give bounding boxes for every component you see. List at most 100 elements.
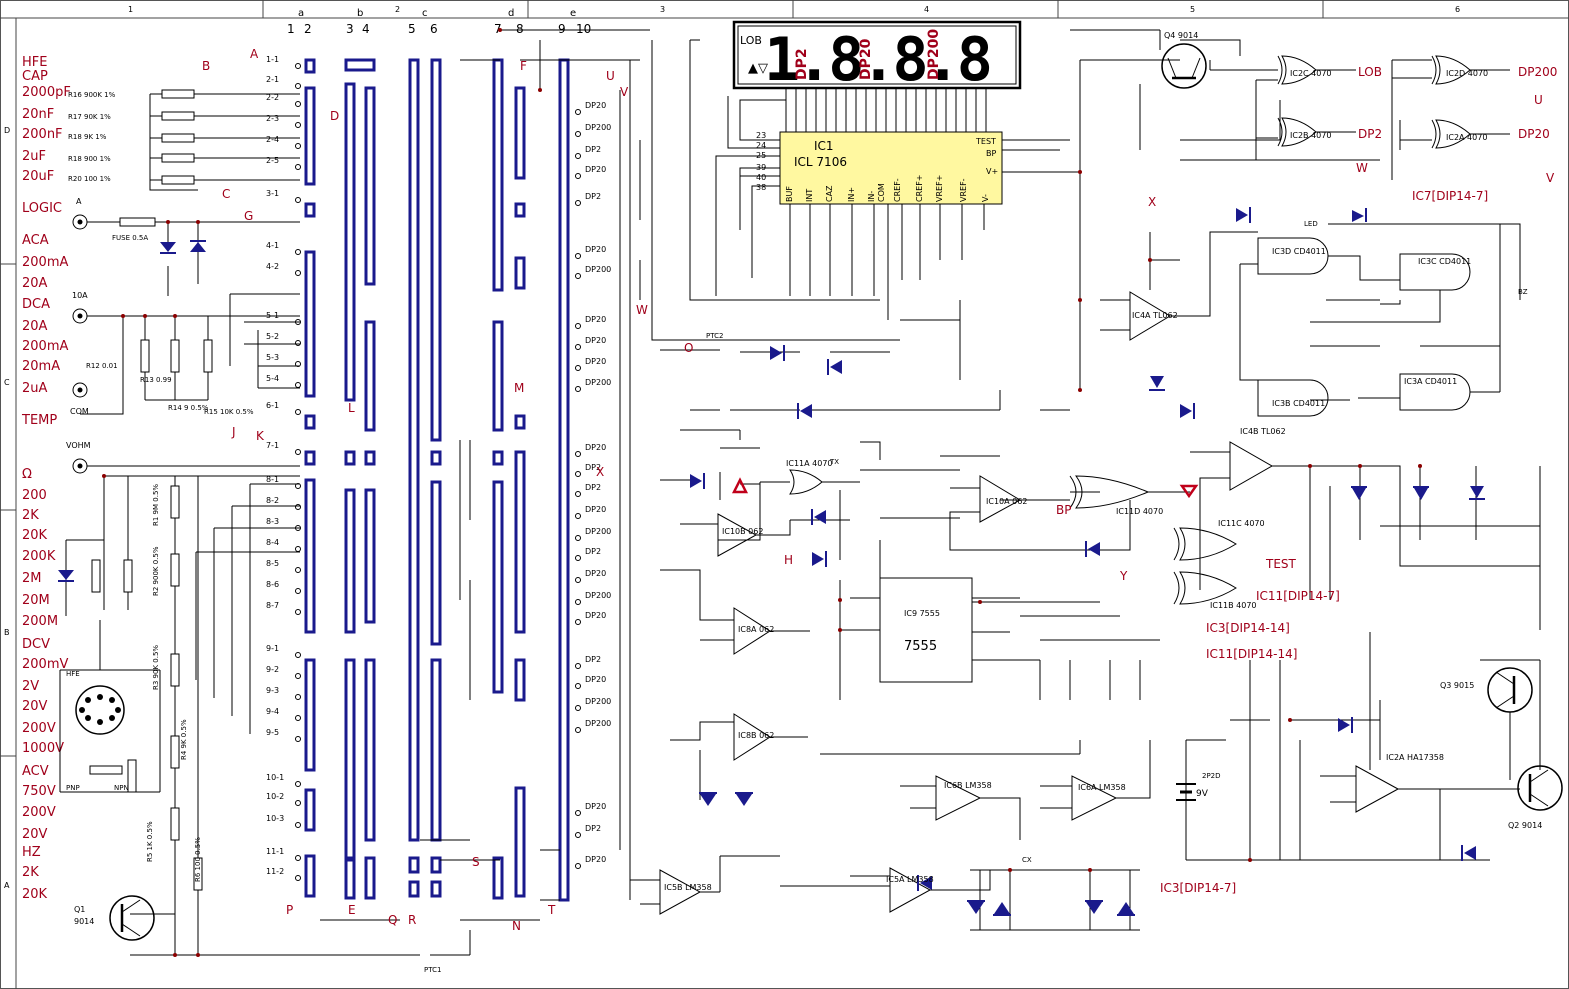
switch-terminal-2-3 xyxy=(295,122,301,128)
ic1-pin-number: 23 xyxy=(756,131,766,140)
range-label: 2V xyxy=(22,679,39,694)
net-label-E: E xyxy=(348,903,356,917)
switch-terminal-9-1 xyxy=(295,652,301,658)
switch-position-2-3: 2-3 xyxy=(266,114,279,123)
ic-package-note: IC3[DIP14-7] xyxy=(1160,881,1236,895)
dp-tap-label: DP200 xyxy=(585,123,611,132)
deck-number-4: 4 xyxy=(362,22,370,36)
ic-label: IC10A 062 xyxy=(986,497,1027,506)
deck-label-b: b xyxy=(357,8,363,19)
ic-package-note: IC7[DIP14-7] xyxy=(1412,189,1488,203)
column-label-2: 2 xyxy=(395,5,400,14)
function-label-2: LOGIC xyxy=(22,201,62,216)
misc-label: R15 10K 0.5% xyxy=(204,408,254,416)
dp-tap-label: DP20 xyxy=(585,611,606,620)
ic-label: IC2B 4070 xyxy=(1290,131,1331,140)
misc-label: R1 9M 0.5% xyxy=(152,484,160,526)
signal-diodes xyxy=(690,207,1485,916)
dp-tap-terminal xyxy=(575,599,581,605)
ic-label: IC11C 4070 xyxy=(1218,519,1265,528)
function-range-labels: HFECAP2000pF20nF200nF2uF20uFLOGICACA200m… xyxy=(21,55,71,902)
ic-label: IC6B LM358 xyxy=(944,781,992,790)
switch-terminal-9-5 xyxy=(295,736,301,742)
range-label: 20V xyxy=(22,827,48,842)
switch-position-10-2: 10-2 xyxy=(266,792,284,801)
dp-tap-terminals xyxy=(575,109,581,869)
misc-label: NPN xyxy=(114,784,129,792)
jack-vohm-label: VOHM xyxy=(66,441,91,450)
switch-position-9-2: 9-2 xyxy=(266,665,279,674)
dp-tap-terminal xyxy=(575,513,581,519)
net-label-V: V xyxy=(620,85,629,99)
dp-tap-label: DP20 xyxy=(585,357,606,366)
dp-tap-label: DP2 xyxy=(585,192,601,201)
ic-label: IC3A CD4011 xyxy=(1404,377,1457,386)
dp-tap-label: DP200 xyxy=(585,527,611,536)
output-label-DP20: DP20 xyxy=(1518,127,1550,141)
dp-tap-labels: DP20DP200DP2DP20DP2DP20DP200DP20DP20DP20… xyxy=(585,101,611,864)
misc-label: R12 0.01 xyxy=(86,362,118,370)
switch-terminal-2-1 xyxy=(295,83,301,89)
switch-terminal-8-7 xyxy=(295,609,301,615)
ic9-part: 7555 xyxy=(904,639,937,654)
deck-label-d: d xyxy=(508,8,514,19)
column-label-4: 4 xyxy=(924,5,929,14)
dp-tap-label: DP200 xyxy=(585,265,611,274)
ic1-test-pin: TEST xyxy=(975,137,996,146)
misc-label: R5 1K 0.5% xyxy=(146,821,154,862)
ic-label: IC11D 4070 xyxy=(1116,507,1163,516)
range-label: 200 xyxy=(22,488,47,503)
range-label: 200mA xyxy=(22,255,68,270)
net-label-C: C xyxy=(222,187,230,201)
switch-terminal-8-2 xyxy=(295,504,301,510)
dp-tap-label: DP200 xyxy=(585,378,611,387)
dp-tap-label: DP20 xyxy=(585,505,606,514)
switch-terminal-11-1 xyxy=(295,855,301,861)
range-label: 20A xyxy=(22,276,48,291)
switch-terminal-4-1 xyxy=(295,249,301,255)
dp-tap-terminal xyxy=(575,705,581,711)
row-label-C: C xyxy=(4,378,10,387)
misc-label: BZ xyxy=(1518,288,1528,296)
dp-tap-terminal xyxy=(575,451,581,457)
net-label-O: O xyxy=(684,341,693,355)
xor-gates-ic11 xyxy=(789,469,1237,605)
ic1-pin-number: 24 xyxy=(756,141,766,150)
switch-position-1-1: 1-1 xyxy=(266,55,279,64)
function-label-7: DCV xyxy=(22,637,50,652)
misc-label: HFE xyxy=(66,670,80,678)
cap-resistor-label: R17 90K 1% xyxy=(68,113,111,121)
ic-label: IC5A LM358 xyxy=(886,875,934,884)
switch-position-2-4: 2-4 xyxy=(266,135,279,144)
switch-position-4-1: 4-1 xyxy=(266,241,279,250)
ic-label: IC2A 4070 xyxy=(1446,133,1487,142)
dp-tap-terminal xyxy=(575,555,581,561)
range-label: 200M xyxy=(22,614,58,629)
lcd-digits: 1.8.8.8 xyxy=(764,25,990,95)
dp-tap-terminal xyxy=(575,683,581,689)
misc-label: CX xyxy=(1022,856,1032,864)
misc-label: LED xyxy=(1304,220,1318,228)
dp-tap-label: DP200 xyxy=(585,591,611,600)
cap-resistor-label: R18 900 1% xyxy=(68,155,111,163)
junction-dots xyxy=(102,28,1422,957)
deck-number-10: 10 xyxy=(576,22,591,36)
ic-label: IC4A TL062 xyxy=(1132,311,1178,320)
net-label-Q: Q xyxy=(388,913,397,927)
switch-position-9-1: 9-1 xyxy=(266,644,279,653)
ic-label: IC3B CD4011 xyxy=(1272,399,1325,408)
dp-tap-terminal xyxy=(575,273,581,279)
ic1-pin-label: COM xyxy=(877,183,886,202)
output-label-BP: BP xyxy=(1056,503,1071,517)
ic1-icl7106 xyxy=(779,131,1003,205)
output-label-X: X xyxy=(1148,195,1156,209)
dp-tap-terminal xyxy=(575,577,581,583)
ic-label: IC8A 062 xyxy=(738,625,774,634)
net-label-N: N xyxy=(512,919,521,933)
dp-tap-label: DP2 xyxy=(585,824,601,833)
ic-package-note: IC11[DIP14-14] xyxy=(1206,647,1297,661)
